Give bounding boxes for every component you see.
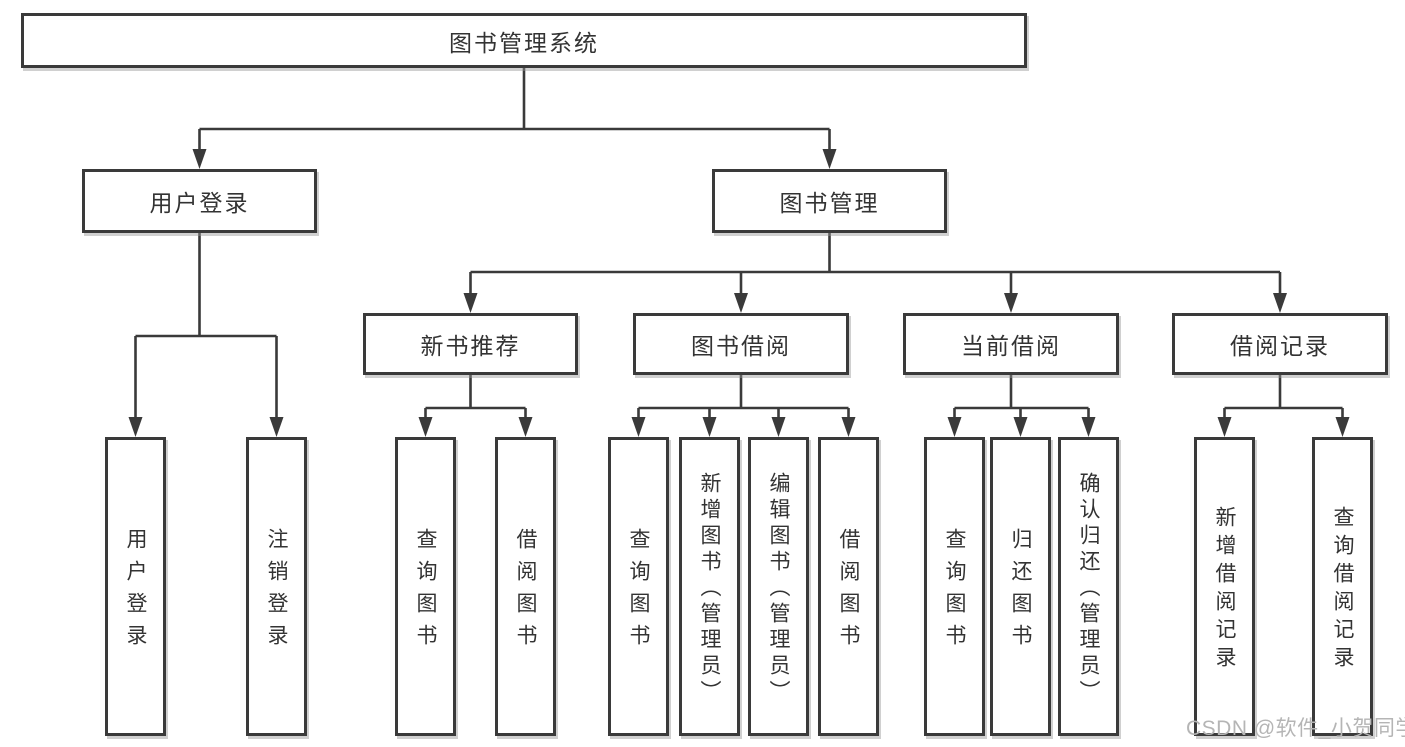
- node-label: 新书推荐: [420, 333, 521, 359]
- leaf-query-books-current: 查询图书: [924, 437, 985, 736]
- leaf-label: 归还图书: [1009, 528, 1032, 656]
- leaf-label: 查询图书: [414, 528, 437, 656]
- leaf-label: 新增图书（管理员）: [698, 472, 721, 706]
- node-new-book-recommendation: 新书推荐: [363, 313, 578, 375]
- arrowhead: [1081, 417, 1096, 437]
- arrowhead: [269, 417, 284, 437]
- node-label: 图书管理系统: [449, 29, 599, 56]
- leaf-borrow-books: 借阅图书: [818, 437, 879, 736]
- leaf-return-books: 归还图书: [990, 437, 1051, 736]
- leaf-add-books-admin: 新增图书（管理员）: [679, 437, 740, 736]
- leaf-label: 借阅图书: [837, 528, 860, 656]
- arrowhead: [1004, 293, 1018, 313]
- node-book-borrowing: 图书借阅: [633, 313, 849, 375]
- arrowhead: [1273, 293, 1287, 313]
- node-user-login: 用户登录: [82, 169, 317, 233]
- node-label: 用户登录: [149, 190, 250, 216]
- connector-current-children: [947, 375, 1096, 437]
- arrowhead: [734, 293, 748, 313]
- arrowhead: [822, 149, 837, 169]
- arrowhead: [463, 293, 478, 313]
- arrowhead: [631, 417, 646, 437]
- node-label: 当前借阅: [961, 333, 1061, 359]
- arrowhead: [841, 417, 856, 437]
- arrowhead: [1335, 417, 1350, 437]
- arrowhead: [518, 417, 533, 437]
- leaf-label: 编辑图书（管理员）: [767, 472, 790, 706]
- connector-root-to-level2: [192, 68, 837, 169]
- leaf-confirm-return-admin: 确认归还（管理员）: [1058, 437, 1119, 736]
- arrowhead: [702, 417, 717, 437]
- node-borrowing-records: 借阅记录: [1172, 313, 1388, 375]
- leaf-logout: 注销登录: [246, 437, 307, 736]
- leaf-add-borrow-record: 新增借阅记录: [1194, 437, 1255, 736]
- arrowhead: [192, 149, 207, 169]
- leaf-label: 注销登录: [265, 528, 288, 656]
- arrowhead: [128, 417, 143, 437]
- node-book-management: 图书管理: [712, 169, 947, 233]
- node-label: 借阅记录: [1230, 333, 1330, 359]
- arrowhead: [1013, 417, 1028, 437]
- leaf-label: 确认归还（管理员）: [1077, 472, 1100, 706]
- node-library-management-system: 图书管理系统: [21, 13, 1027, 68]
- node-label: 图书管理: [779, 190, 880, 216]
- leaf-label: 查询图书: [627, 528, 650, 656]
- arrowhead: [947, 417, 962, 437]
- connector-book-mgmt-children: [463, 233, 1287, 313]
- leaf-borrow-books-recommendation: 借阅图书: [495, 437, 556, 736]
- leaf-label: 查询借阅记录: [1331, 506, 1354, 674]
- leaf-label: 新增借阅记录: [1213, 506, 1236, 674]
- arrowhead: [771, 417, 786, 437]
- connector-new-rec-children: [418, 375, 533, 437]
- connector-borrow-children: [631, 375, 856, 437]
- arrowhead: [418, 417, 433, 437]
- leaf-user-login: 用户登录: [105, 437, 166, 736]
- connector-records-children: [1217, 375, 1350, 437]
- arrowhead: [1217, 417, 1232, 437]
- leaf-label: 借阅图书: [514, 528, 537, 656]
- leaf-label: 用户登录: [124, 528, 147, 656]
- node-current-borrowing: 当前借阅: [903, 313, 1119, 375]
- node-label: 图书借阅: [691, 333, 791, 359]
- leaf-query-books-recommendation: 查询图书: [395, 437, 456, 736]
- leaf-label: 查询图书: [943, 528, 966, 656]
- connector-user-login-children: [128, 233, 284, 437]
- csdn-watermark: CSDN @软件_小贺同学: [1186, 717, 1405, 740]
- leaf-query-books-borrowing: 查询图书: [608, 437, 669, 736]
- leaf-edit-books-admin: 编辑图书（管理员）: [748, 437, 809, 736]
- leaf-query-borrow-record: 查询借阅记录: [1312, 437, 1373, 736]
